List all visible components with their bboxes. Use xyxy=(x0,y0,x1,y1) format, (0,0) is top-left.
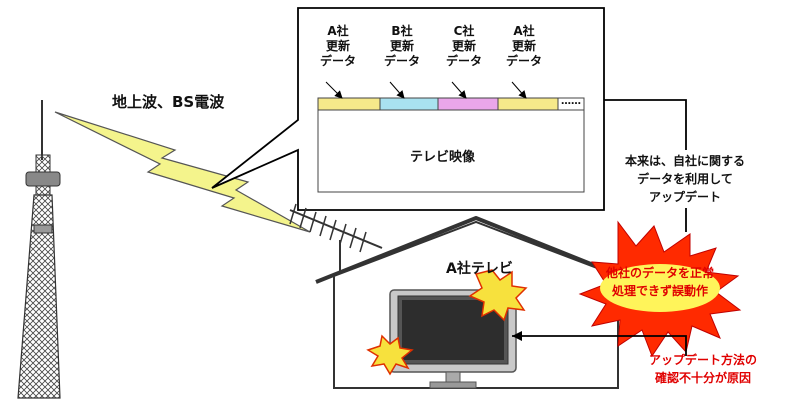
tv-video-area xyxy=(317,109,585,193)
signal-label: 地上波、BS電波 xyxy=(112,93,225,111)
house-label: A社テレビ xyxy=(446,261,513,277)
arrow-to-tv-icon xyxy=(512,331,522,341)
segment-label-b: B社更新データ xyxy=(383,24,420,68)
connector-to-tv xyxy=(512,335,687,356)
antenna-icon xyxy=(289,203,383,272)
segment-ellipsis: …… xyxy=(561,96,581,107)
segment-label-a: A社更新データ xyxy=(319,24,356,68)
segment-a2-bar xyxy=(497,97,559,111)
cause-text: アップデート方法の 確認不十分が原因 xyxy=(648,353,757,385)
malfunction-burst-small-icon xyxy=(366,334,414,376)
video-label: テレビ映像 xyxy=(410,150,476,165)
segment-label-c: C社更新データ xyxy=(445,24,482,68)
segment-label-a2: A社更新データ xyxy=(505,24,542,68)
segment-b-bar xyxy=(379,97,439,111)
segment-c-bar xyxy=(437,97,499,111)
update-note: 本来は、自社に関する データを利用して アップデート xyxy=(620,152,750,206)
malfunction-burst-icon xyxy=(468,269,528,322)
error-burst-core xyxy=(600,264,720,312)
broadcast-tower-icon xyxy=(17,100,61,399)
segment-a-bar xyxy=(317,97,381,111)
error-text: 他社のデータを正常 処理できず誤動作 xyxy=(605,266,714,298)
connector-line xyxy=(604,99,687,150)
signal-lightning-icon xyxy=(54,111,311,233)
